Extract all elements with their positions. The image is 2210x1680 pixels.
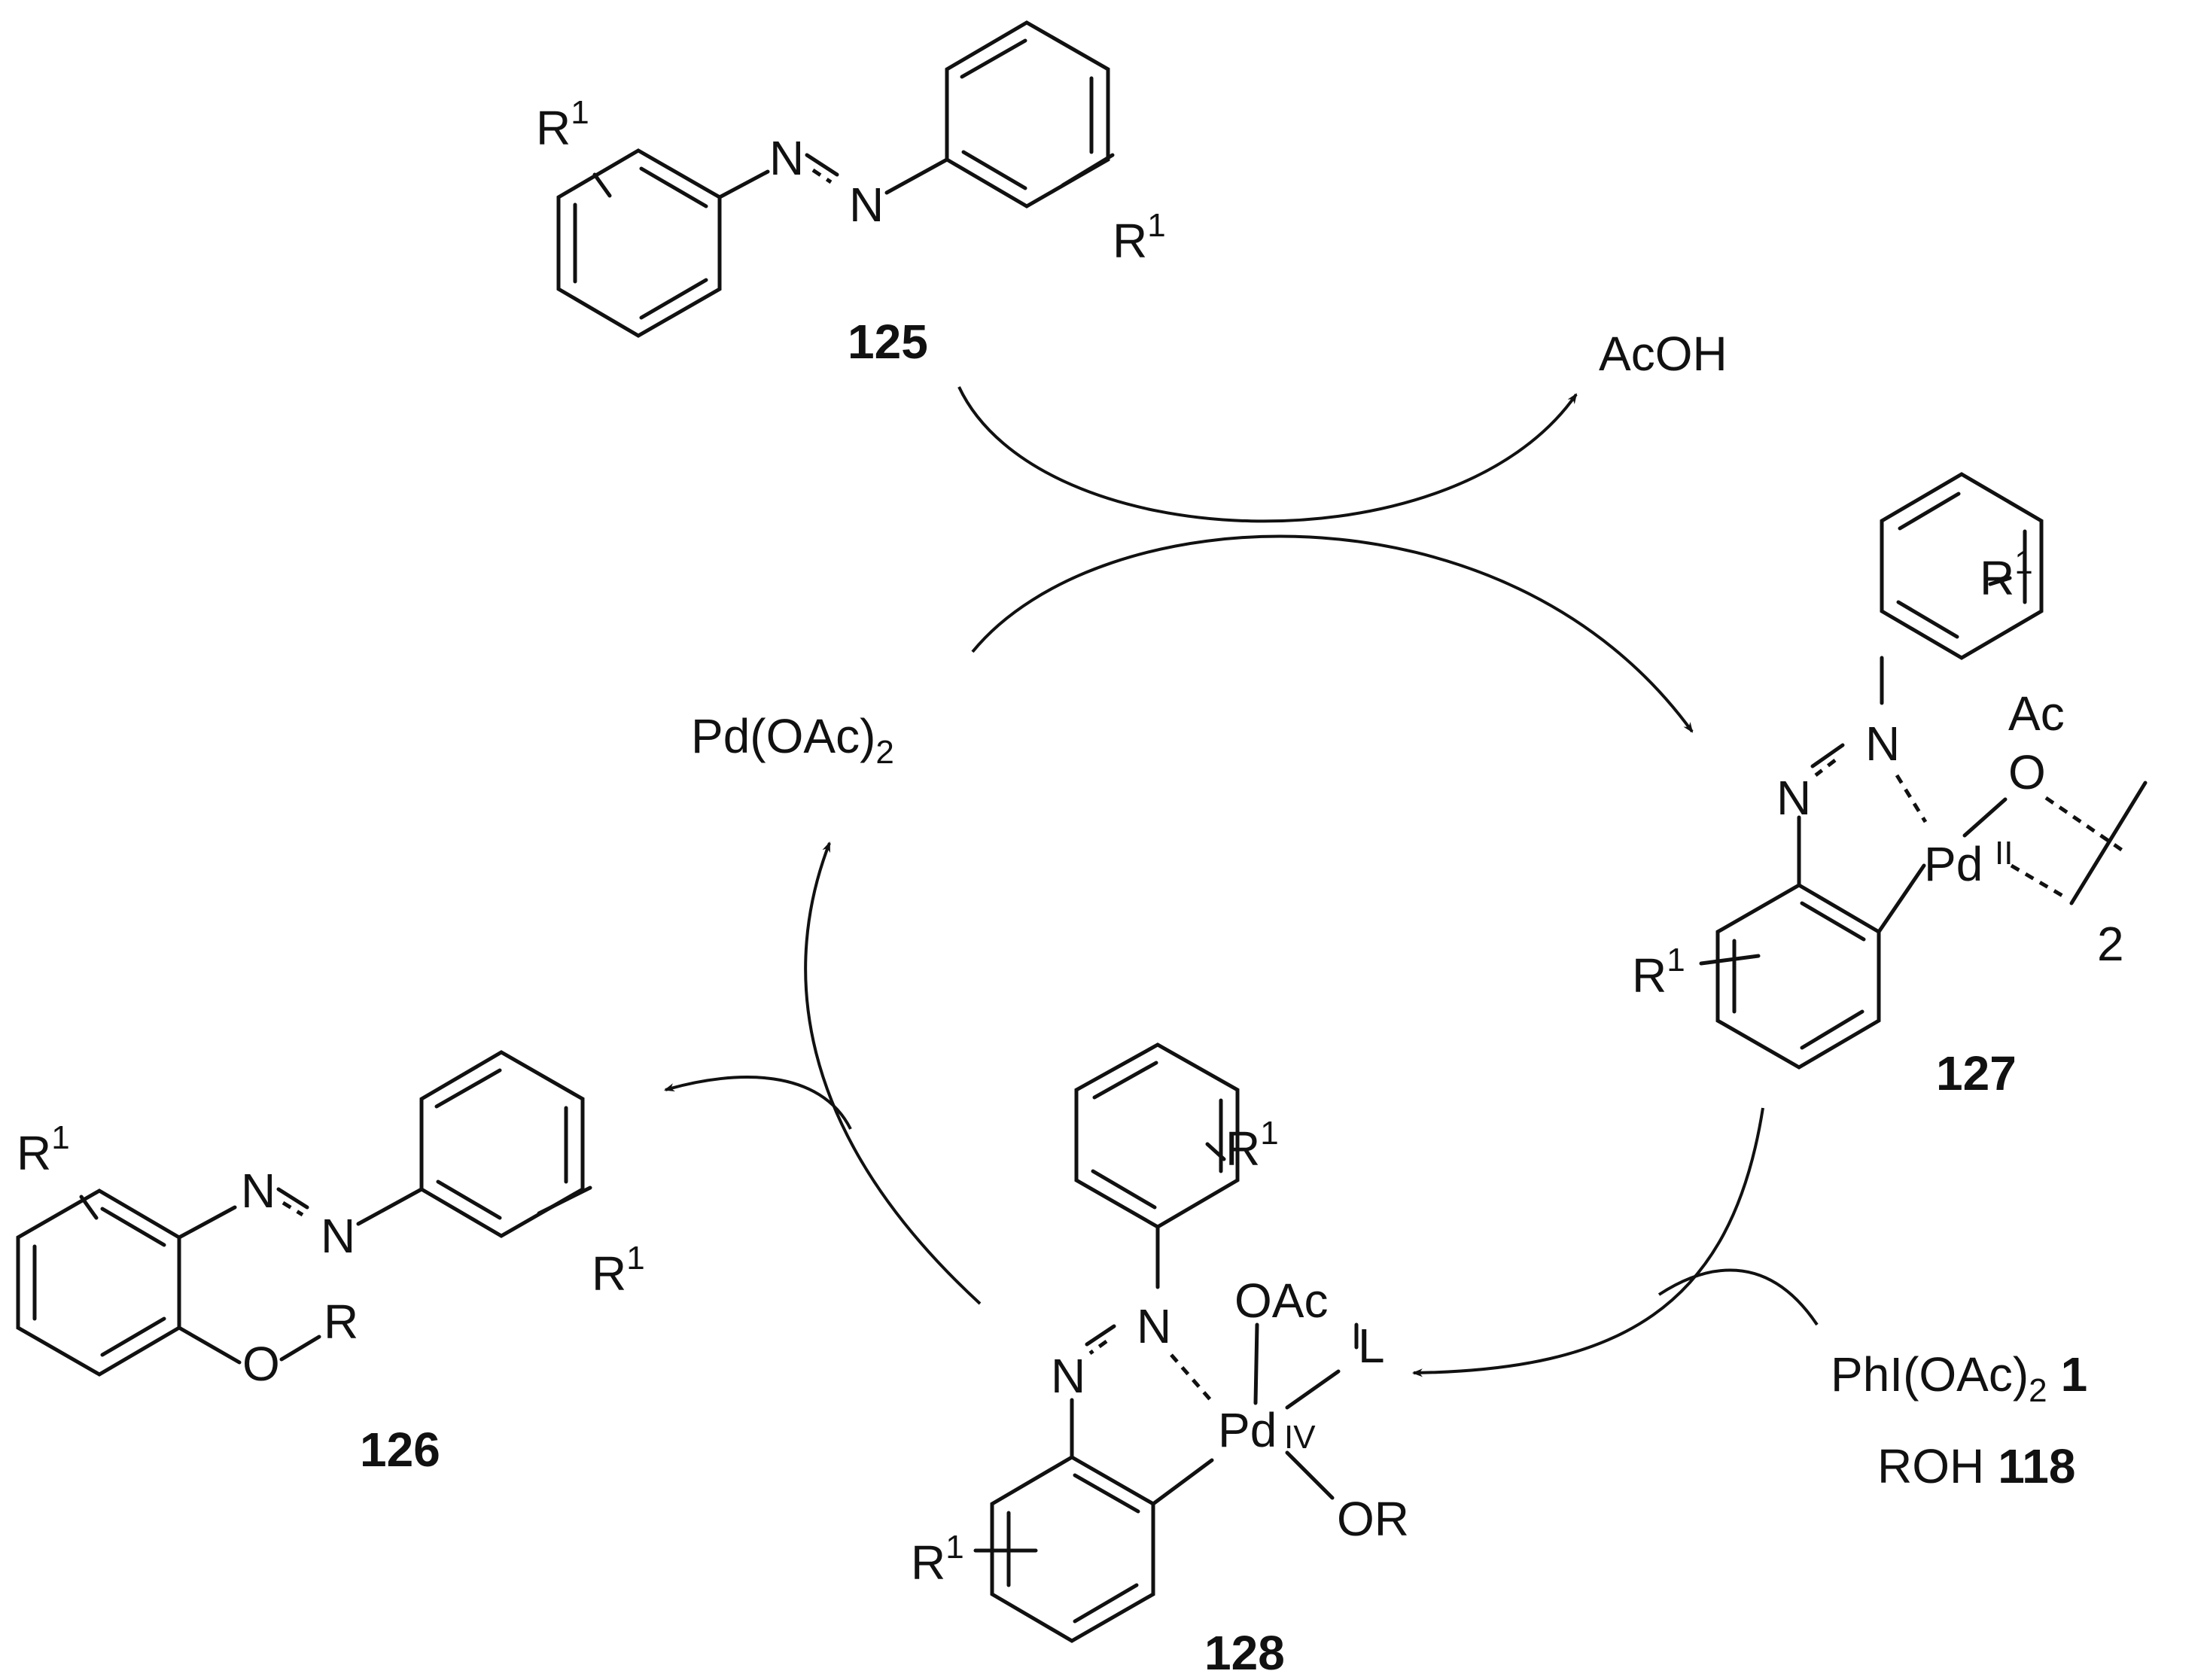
c125-r1-bond-right <box>1061 153 1115 187</box>
c128-r1-bond-top <box>1205 1142 1226 1161</box>
c128-oac: OAc <box>1234 1274 1328 1328</box>
c125-r1-bond-left <box>592 172 612 198</box>
c126-r1-bond-left <box>79 1195 99 1220</box>
c127-azo-double <box>1814 759 1837 777</box>
c125-c-n-bond-right <box>884 157 949 195</box>
c127-bottom-ring <box>1715 883 1881 1070</box>
c127-pd-o-bond <box>1962 797 2008 838</box>
c125-right-ring <box>945 20 1110 208</box>
c126-r1-left: R1 <box>17 1119 70 1180</box>
c126-label: 126 <box>360 1423 440 1477</box>
c128-r1-bottom: R1 <box>911 1529 964 1590</box>
arrow-to-acoh <box>957 386 1578 523</box>
c126-r1-bond-right <box>537 1185 592 1216</box>
c126-azo-bond <box>276 1187 309 1210</box>
compound-128: R1 N N Pd IV OAc L OR R1 128 <box>911 1042 1409 1680</box>
c127-dimer-multiplier: 2 <box>2097 917 2124 971</box>
c127-bridge-lower <box>2010 863 2064 898</box>
catalyst-pd-oac2: Pd(OAc)2 <box>691 709 894 771</box>
c127-n-lower: N <box>1776 771 1811 825</box>
c125-c-n-bond-left <box>717 169 770 199</box>
c128-n-pd-coordination <box>1170 1353 1213 1403</box>
c128-n-upper: N <box>1137 1299 1171 1353</box>
arrow-reagents-in <box>1658 1268 1819 1326</box>
c127-n-pd-coordination <box>1895 774 1928 823</box>
compound-126: R1 N N R1 O R 126 <box>16 1050 645 1477</box>
arrow-to-126 <box>663 1076 852 1130</box>
c127-top-ring <box>1880 472 2044 660</box>
c125-left-ring <box>556 148 722 338</box>
c127-dimer-bracket <box>2069 781 2148 905</box>
arrow-127-to-128 <box>1411 1107 1764 1377</box>
c127-acyl: Ac <box>2008 686 2065 741</box>
c128-ring-pd-bond <box>1151 1458 1214 1506</box>
c125-r1-left: R1 <box>536 94 589 155</box>
c128-top-ring <box>1074 1042 1240 1229</box>
compound-125: R1 N N R1 125 <box>536 20 1166 369</box>
c128-ligand: L <box>1358 1319 1385 1373</box>
c125-azo-double <box>811 168 833 184</box>
c128-pd: Pd <box>1218 1403 1277 1457</box>
c125-n2: N <box>849 178 884 232</box>
c127-bridge-upper <box>2044 796 2124 853</box>
c125-n1: N <box>769 131 804 185</box>
c125-r1-right: R1 <box>1113 207 1166 268</box>
c126-c-o-bond <box>177 1325 242 1365</box>
byproduct-acoh: AcOH <box>1599 327 1728 381</box>
c126-o-r-bond <box>279 1335 321 1362</box>
c128-oxidation-state: IV <box>1284 1419 1316 1456</box>
c127-n-upper: N <box>1865 717 1900 771</box>
c126-n2: N <box>321 1209 355 1263</box>
c128-label: 128 <box>1204 1626 1285 1680</box>
c126-n1: N <box>241 1164 275 1218</box>
c126-right-ring <box>419 1050 585 1238</box>
c127-oxidation-state: II <box>1995 835 2013 872</box>
arrow-128-to-catalyst <box>804 842 982 1305</box>
c127-ring-pd-bond <box>1877 863 1926 934</box>
c126-c-n-bond-left <box>177 1205 237 1240</box>
arrow-to-127 <box>971 534 1694 733</box>
c125-azo-bond <box>805 153 839 177</box>
c126-left-ring <box>16 1188 181 1377</box>
c127-pd: Pd <box>1924 837 1983 891</box>
c128-r1-top: R1 <box>1225 1115 1279 1176</box>
c127-r1-bond-top <box>1988 576 2012 586</box>
c127-r1-bond-bottom <box>1699 954 1761 966</box>
c127-r1-bottom: R1 <box>1632 942 1685 1003</box>
c128-azo-bond <box>1085 1324 1116 1347</box>
c128-azo-double <box>1088 1339 1108 1356</box>
c127-r1-top: R1 <box>1980 544 2033 605</box>
c128-or: OR <box>1337 1492 1409 1546</box>
c127-o: O <box>2008 745 2046 799</box>
c128-n-lower: N <box>1051 1349 1085 1403</box>
c126-r: R <box>324 1295 358 1349</box>
c128-pd-l-bond <box>1285 1369 1341 1410</box>
c126-azo-double <box>282 1201 304 1217</box>
c125-label: 125 <box>848 315 928 369</box>
compound-127: R1 N N Pd II Ac O 2 R1 127 <box>1632 472 2148 1100</box>
c128-pd-oac-bond <box>1253 1322 1259 1405</box>
c128-pd-or-bond <box>1285 1450 1335 1500</box>
c126-o: O <box>242 1337 280 1391</box>
c127-label: 127 <box>1936 1046 2017 1100</box>
c126-r1-right: R1 <box>592 1240 645 1301</box>
c127-azo-bond <box>1810 743 1845 768</box>
c126-c-n-bond-right <box>356 1187 424 1226</box>
